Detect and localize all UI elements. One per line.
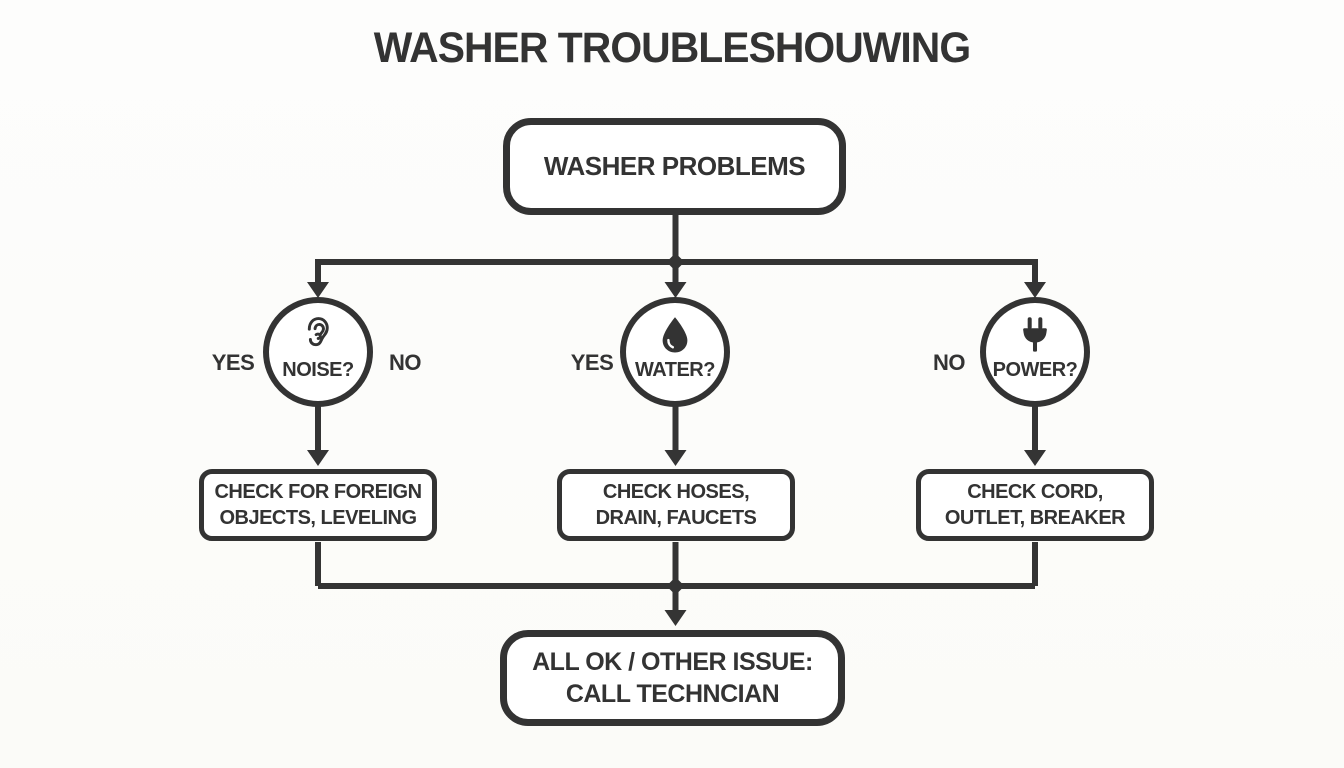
- decision-label: WATER?: [635, 359, 715, 381]
- ear-icon: [307, 317, 329, 347]
- node-call-technician: ALL OK / OTHER ISSUE: CALL TECHNCIAN: [500, 630, 845, 726]
- decision-label: POWER?: [992, 359, 1078, 381]
- node-washer-problems: WASHER PROBLEMS: [503, 118, 846, 215]
- arrowhead: [307, 450, 329, 466]
- decision-power: POWER?: [980, 297, 1090, 407]
- branch-noise-yes-label: YES: [211, 350, 255, 375]
- final-line: ALL OK / OTHER ISSUE:: [532, 648, 813, 676]
- junction-diamond: [666, 253, 685, 271]
- branch-noise-no-label: NO: [389, 350, 422, 375]
- arrowhead: [664, 450, 687, 466]
- action-noise: CHECK FOR FOREIGN OBJECTS, LEVELING: [199, 469, 437, 541]
- action-line: CHECK CORD,: [967, 481, 1103, 503]
- connector-circle-to-box: [315, 406, 1038, 451]
- decision-water: WATER?: [620, 297, 730, 407]
- junction-diamond: [666, 577, 685, 595]
- final-line: CALL TECHNCIAN: [565, 680, 780, 708]
- connector-bottom-bracket: [315, 542, 1038, 589]
- action-line: DRAIN, FAUCETS: [595, 507, 757, 529]
- arrowhead: [664, 282, 687, 298]
- arrowhead: [1024, 282, 1046, 298]
- arrowhead: [307, 282, 329, 298]
- action-power: CHECK CORD, OUTLET, BREAKER: [916, 469, 1154, 541]
- plug-icon: [1023, 317, 1047, 352]
- droplet-icon: [662, 317, 688, 353]
- action-water: CHECK HOSES, DRAIN, FAUCETS: [557, 469, 795, 541]
- arrowhead: [664, 610, 687, 626]
- page-title: WASHER TROUBLESHOUWING: [373, 24, 971, 72]
- node-label: WASHER PROBLEMS: [543, 151, 806, 181]
- branch-water-yes-label: YES: [570, 350, 614, 375]
- arrowhead: [1024, 450, 1046, 466]
- action-line: OBJECTS, LEVELING: [219, 507, 417, 529]
- decision-label: NOISE?: [282, 359, 354, 381]
- action-line: OUTLET, BREAKER: [944, 507, 1126, 529]
- decision-noise: NOISE?: [263, 297, 373, 407]
- action-line: CHECK HOSES,: [602, 481, 750, 503]
- action-line: CHECK FOR FOREIGN: [214, 481, 422, 503]
- branch-power-no-label: NO: [933, 350, 966, 375]
